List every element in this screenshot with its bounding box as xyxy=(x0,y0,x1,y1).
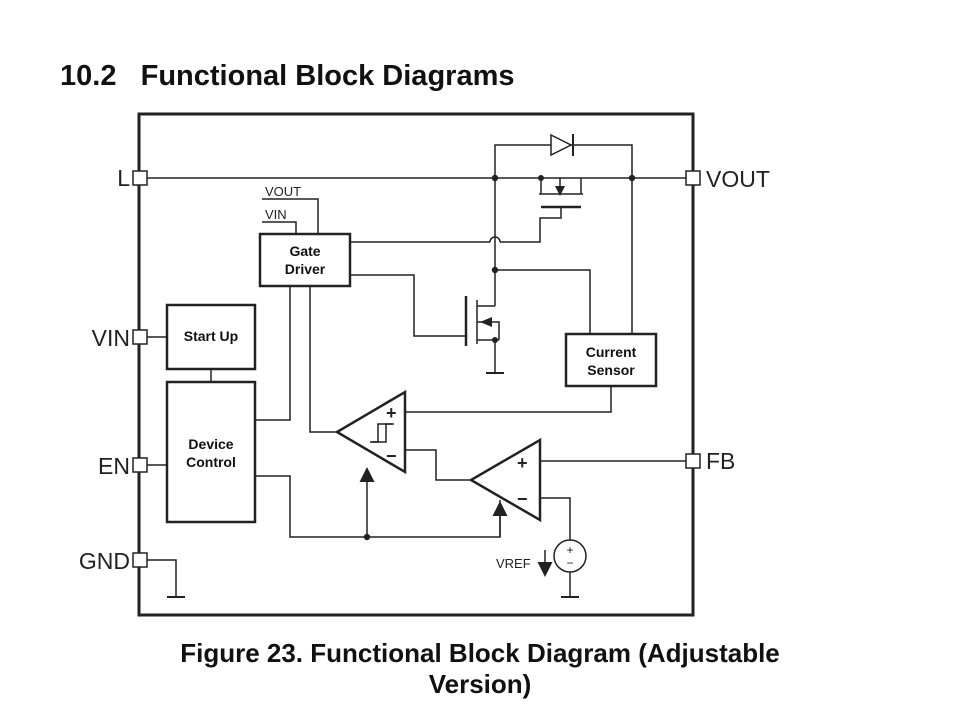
current-sensor-block xyxy=(564,332,658,388)
voltage-source-icon xyxy=(553,539,587,596)
gate-driver-vout-wire xyxy=(262,198,319,234)
error-amp-output-wire xyxy=(405,449,471,481)
gate-driver-block xyxy=(258,232,352,288)
start-up-label: Start Up xyxy=(184,328,238,344)
figure-caption: Figure 23. Functional Block Diagram (Adj… xyxy=(0,638,960,700)
pin-gnd-label: GND xyxy=(79,548,130,574)
junction-nmos-source xyxy=(492,337,498,343)
chip-outline xyxy=(137,112,695,617)
figure-caption-line2: Version) xyxy=(428,669,532,699)
section-title: Functional Block Diagrams xyxy=(140,60,515,92)
current-sense-wire xyxy=(495,269,591,334)
gate-driver-label-line2: Driver xyxy=(285,261,326,277)
pin-vin-label: VIN xyxy=(92,325,130,351)
figure-caption-line1: Figure 23. Functional Block Diagram (Adj… xyxy=(180,638,780,668)
mosfet-icon xyxy=(464,296,500,346)
control-enable-bus-wire xyxy=(255,475,501,538)
gate-driver-vin-wire xyxy=(262,221,297,234)
device-control-label-line2: Control xyxy=(186,454,236,470)
device-control-block xyxy=(165,380,257,524)
error-amplifier-triangle xyxy=(468,437,542,523)
pin-vout-square xyxy=(685,170,701,186)
pin-en-label: EN xyxy=(98,453,130,479)
comparator-output-wire xyxy=(309,286,337,433)
section-number: 10.2 xyxy=(60,60,117,92)
error-amp-plus-sign: + xyxy=(517,453,528,473)
pin-fb-label: FB xyxy=(706,448,735,474)
current-sensor-label-line2: Sensor xyxy=(587,362,635,378)
gate-driver-vout-label: VOUT xyxy=(265,184,301,199)
error-amp-minus-sign: − xyxy=(517,489,528,509)
mosfet-icon xyxy=(538,175,583,209)
device-control-label-line1: Device xyxy=(188,436,233,452)
pin-fb-square xyxy=(685,453,701,469)
gnd-pin-wire xyxy=(147,559,177,596)
diode-icon xyxy=(550,133,574,157)
pin-gnd-square xyxy=(132,552,148,568)
gate-driver-label-line1: Gate xyxy=(289,243,320,259)
vref-to-error-amp-wire xyxy=(540,497,571,540)
pmos-gate-wire xyxy=(500,207,562,243)
gate-driver-vin-label: VIN xyxy=(265,207,287,222)
vref-source-minus: − xyxy=(566,556,573,570)
comparator-minus-sign: − xyxy=(386,446,397,466)
current-sensor-output-wire xyxy=(405,386,612,413)
section-heading: 10.2 Functional Block Diagrams xyxy=(60,60,514,93)
gate-driver-lower-output xyxy=(350,274,466,337)
control-to-gate-driver-wire xyxy=(255,286,291,421)
pin-l-label: L xyxy=(117,165,130,191)
pin-l-square xyxy=(132,170,148,186)
current-sensor-label-line1: Current xyxy=(586,344,637,360)
start-up-block xyxy=(165,303,257,371)
diode-wire xyxy=(494,144,633,178)
pin-vin-square xyxy=(132,329,148,345)
pin-en-square xyxy=(132,457,148,473)
pin-vout-label: VOUT xyxy=(706,166,770,192)
comparator-triangle xyxy=(334,389,407,475)
comparator-plus-sign: + xyxy=(386,403,397,423)
vref-label: VREF xyxy=(496,556,531,571)
vref-source-plus: + xyxy=(566,543,573,557)
